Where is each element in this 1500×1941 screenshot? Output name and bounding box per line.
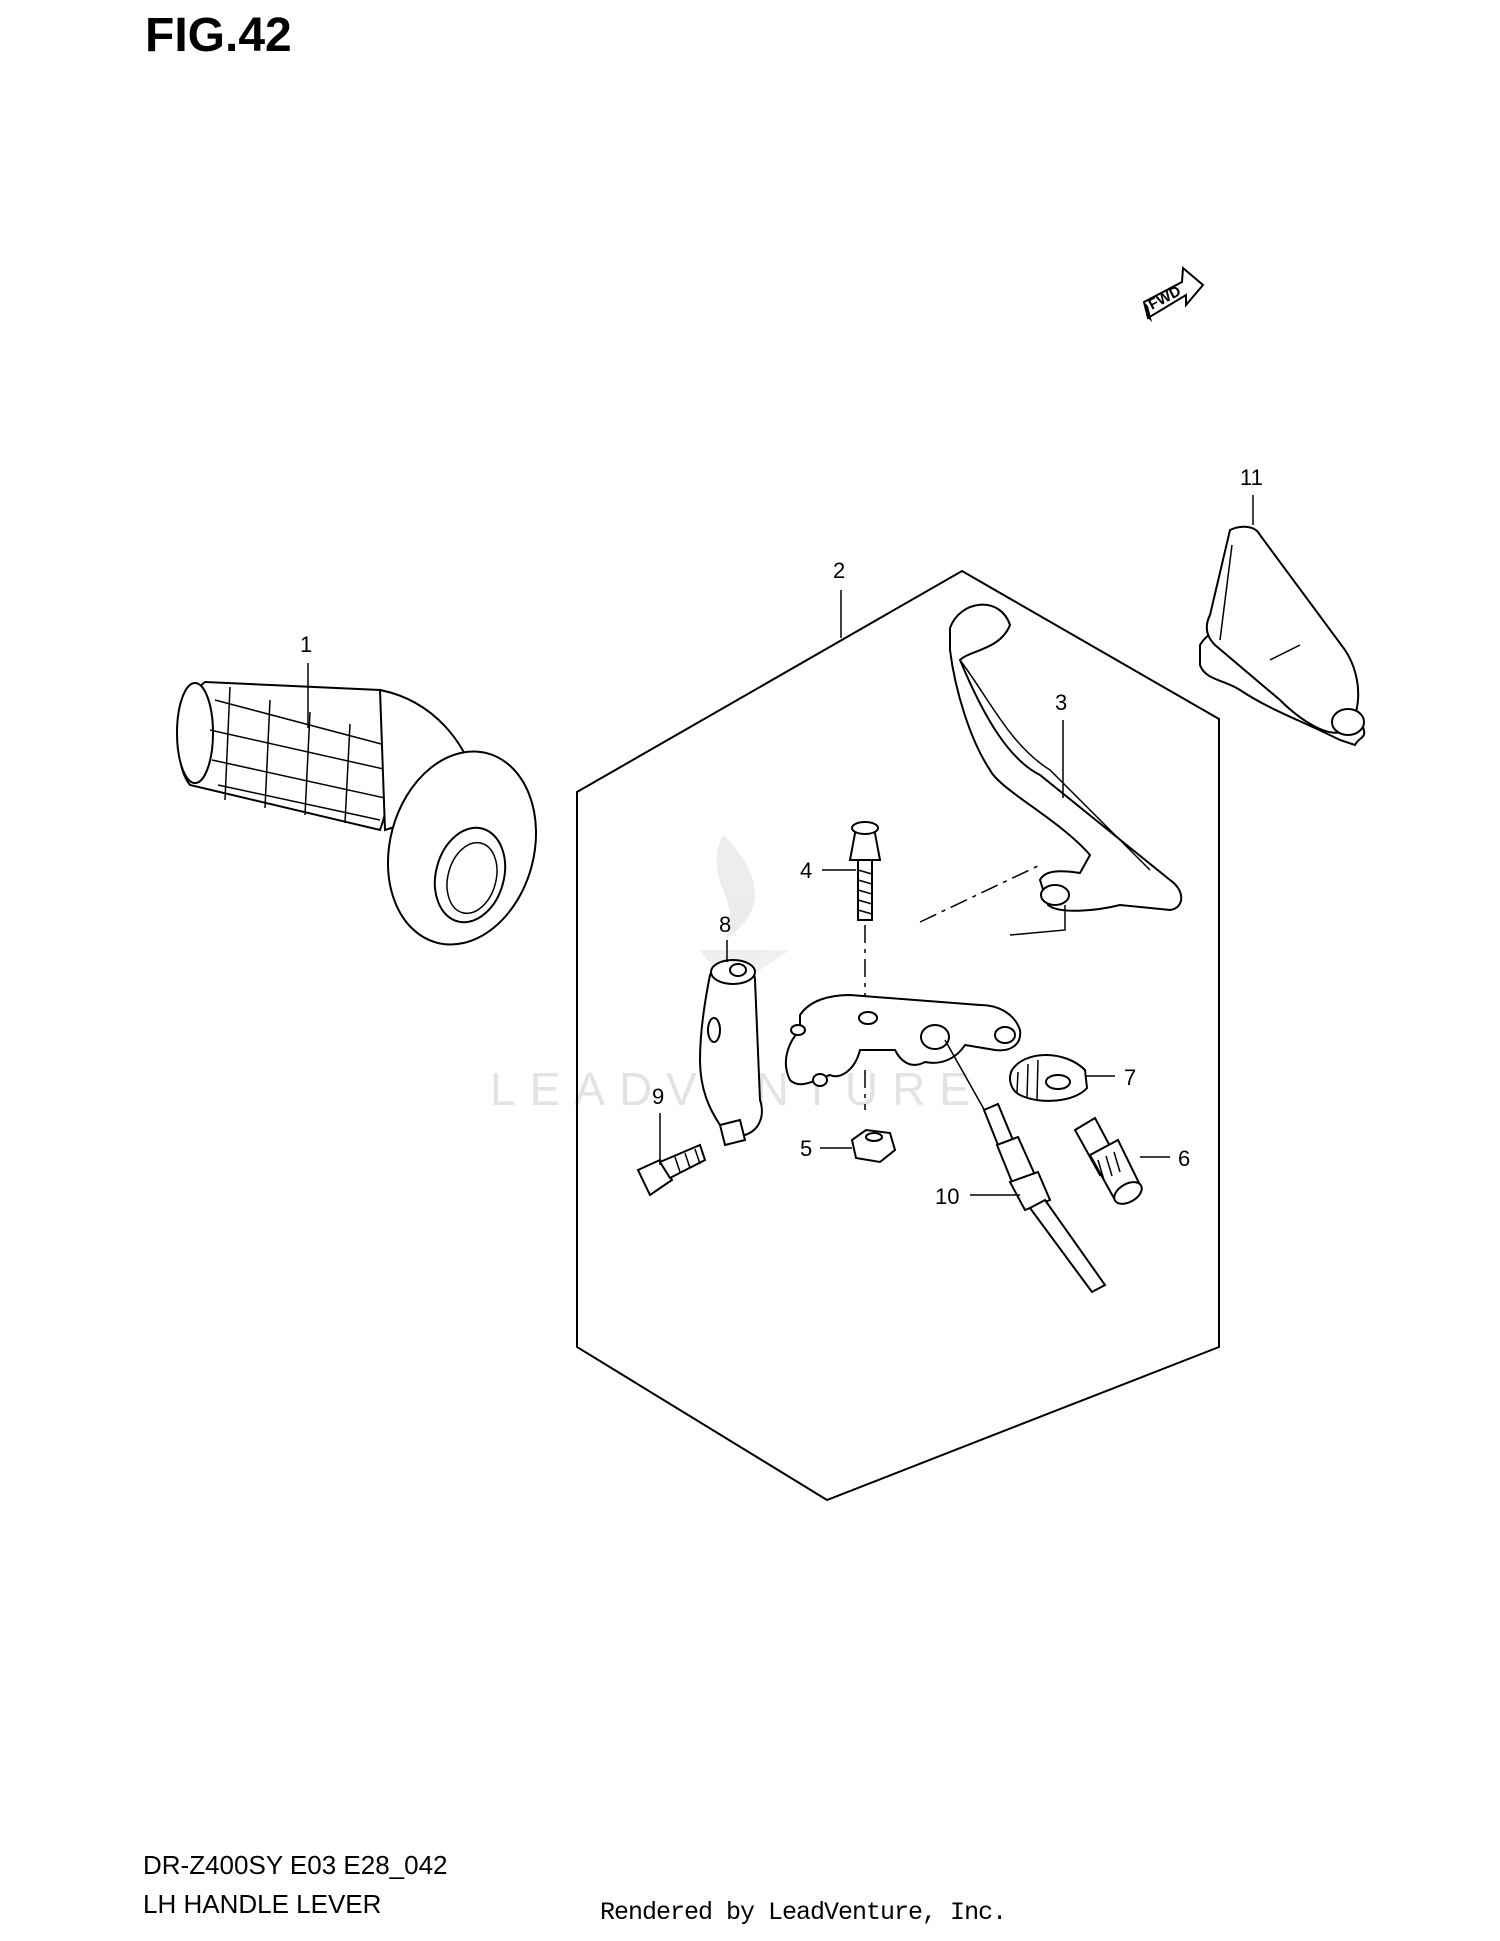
rendered-by-text: Rendered by LeadVenture, Inc. [600, 1898, 1007, 1927]
lever-bracket-part[interactable] [784, 993, 1022, 1087]
callout-2: 2 [833, 558, 845, 583]
assembly-outline [576, 569, 1220, 1502]
pivot-bolt-part[interactable] [848, 821, 882, 921]
fwd-arrow-icon: FWD [1142, 265, 1205, 322]
callout-3: 3 [1055, 690, 1067, 715]
callout-11: 11 [1240, 465, 1263, 490]
callout-7: 7 [1124, 1065, 1136, 1090]
model-code: DR-Z400SY E03 E28_042 [143, 1850, 448, 1880]
clamp-part[interactable] [698, 959, 763, 1147]
leader-lines [307, 495, 1254, 1196]
assembly-lines [864, 864, 1066, 1110]
callout-9: 9 [652, 1084, 664, 1109]
callout-5: 5 [800, 1136, 812, 1161]
cable-end-part[interactable] [944, 1039, 1107, 1294]
adjuster-bolt-part[interactable] [1073, 1116, 1145, 1208]
adjuster-ring-part[interactable] [1009, 1054, 1089, 1102]
lever-cover-part[interactable] [1199, 525, 1366, 747]
figure-title: FIG.42 [145, 9, 292, 62]
section-name: LH HANDLE LEVER [143, 1889, 382, 1919]
grip-part[interactable] [176, 680, 557, 961]
clamp-bolt-part[interactable] [636, 1143, 707, 1197]
callout-1: 1 [300, 632, 312, 657]
callout-4: 4 [800, 858, 812, 883]
callout-6: 6 [1178, 1146, 1190, 1171]
lever-part[interactable] [949, 603, 1183, 912]
callout-8: 8 [719, 912, 731, 937]
callout-10: 10 [935, 1184, 959, 1209]
nut-part[interactable] [850, 1128, 897, 1164]
